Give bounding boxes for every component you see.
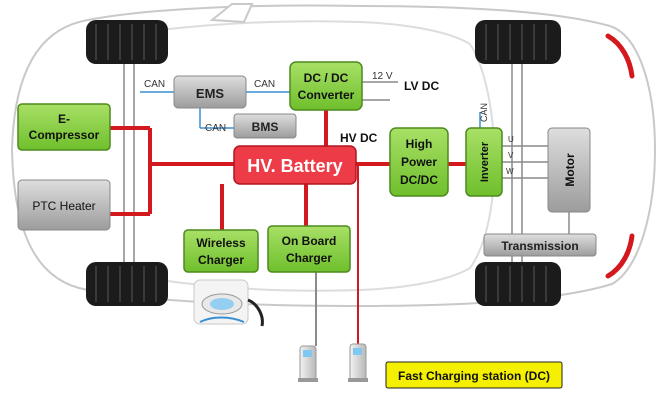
ems-label: EMS [196, 86, 225, 101]
fast-charging-station-label: Fast Charging station (DC) [398, 369, 550, 383]
wheel-rear-left [86, 262, 168, 306]
wireless-charger-label-line1: Wireless [196, 236, 246, 250]
can-label-ems-left: CAN [144, 79, 165, 90]
lv-dc-label: LV DC [404, 79, 439, 93]
inverter-label: Inverter [479, 141, 491, 182]
dc-charging-station [348, 343, 368, 382]
hv-battery-box: HV. Battery [233, 145, 357, 185]
ptc-heater-label: PTC Heater [32, 199, 95, 213]
hv-dc-label: HV DC [340, 131, 378, 145]
hp-dcdc-label-line2: Power [401, 155, 437, 169]
phase-v-label: V [508, 151, 514, 160]
bms-label: BMS [252, 120, 279, 134]
transmission-box: Transmission [483, 233, 597, 257]
charger-cables [315, 164, 359, 346]
can-label-bms: CAN [205, 123, 226, 134]
ac-charging-station [298, 345, 318, 382]
wireless-charger-label-line2: Charger [198, 253, 244, 267]
phase-w-label: W [506, 167, 514, 176]
e-compressor-box: E- Compressor [17, 103, 111, 151]
ems-box: EMS [173, 75, 247, 109]
on-board-charger-box: On Board Charger [267, 225, 351, 273]
ptc-heater-box: PTC Heater [17, 179, 111, 231]
dcdc-converter-box: DC / DC Converter [289, 61, 363, 111]
inverter-box: Inverter [465, 127, 503, 197]
phase-lines [502, 145, 550, 179]
hp-dcdc-label-line3: DC/DC [400, 173, 438, 187]
side-mirror-top [209, 3, 254, 24]
dcdc-label-line2: Converter [298, 88, 355, 102]
e-compressor-label-line2: Compressor [29, 128, 100, 142]
motor-label: Motor [563, 153, 577, 187]
transmission-label: Transmission [501, 239, 578, 253]
motor-box: Motor [547, 127, 591, 234]
hv-lines [110, 110, 466, 230]
hp-dcdc-label-line1: High [406, 137, 433, 151]
can-label-inverter: CAN [479, 103, 489, 122]
wireless-charging-pad [193, 279, 264, 327]
axles [123, 44, 523, 270]
high-power-dcdc-box: High Power DC/DC [389, 127, 449, 197]
on-board-charger-label-line1: On Board [282, 234, 337, 248]
voltage-12v-label: 12 V [372, 71, 393, 82]
bms-box: BMS [233, 113, 297, 139]
wheel-rear-right [475, 262, 561, 306]
fast-charging-station-box: Fast Charging station (DC) [385, 361, 563, 389]
on-board-charger-label-line2: Charger [286, 251, 332, 265]
tail-lights [605, 33, 635, 279]
lv-lines [362, 81, 398, 101]
wheel-front-right [475, 20, 561, 64]
can-label-ems-right: CAN [254, 79, 275, 90]
wireless-charger-box: Wireless Charger [183, 229, 259, 273]
can-bus-lines [140, 91, 481, 129]
hv-battery-label: HV. Battery [247, 156, 342, 176]
e-compressor-label-line1: E- [58, 112, 70, 126]
phase-u-label: U [508, 135, 514, 144]
dcdc-label-line1: DC / DC [304, 71, 349, 85]
wheel-front-left [86, 20, 168, 64]
